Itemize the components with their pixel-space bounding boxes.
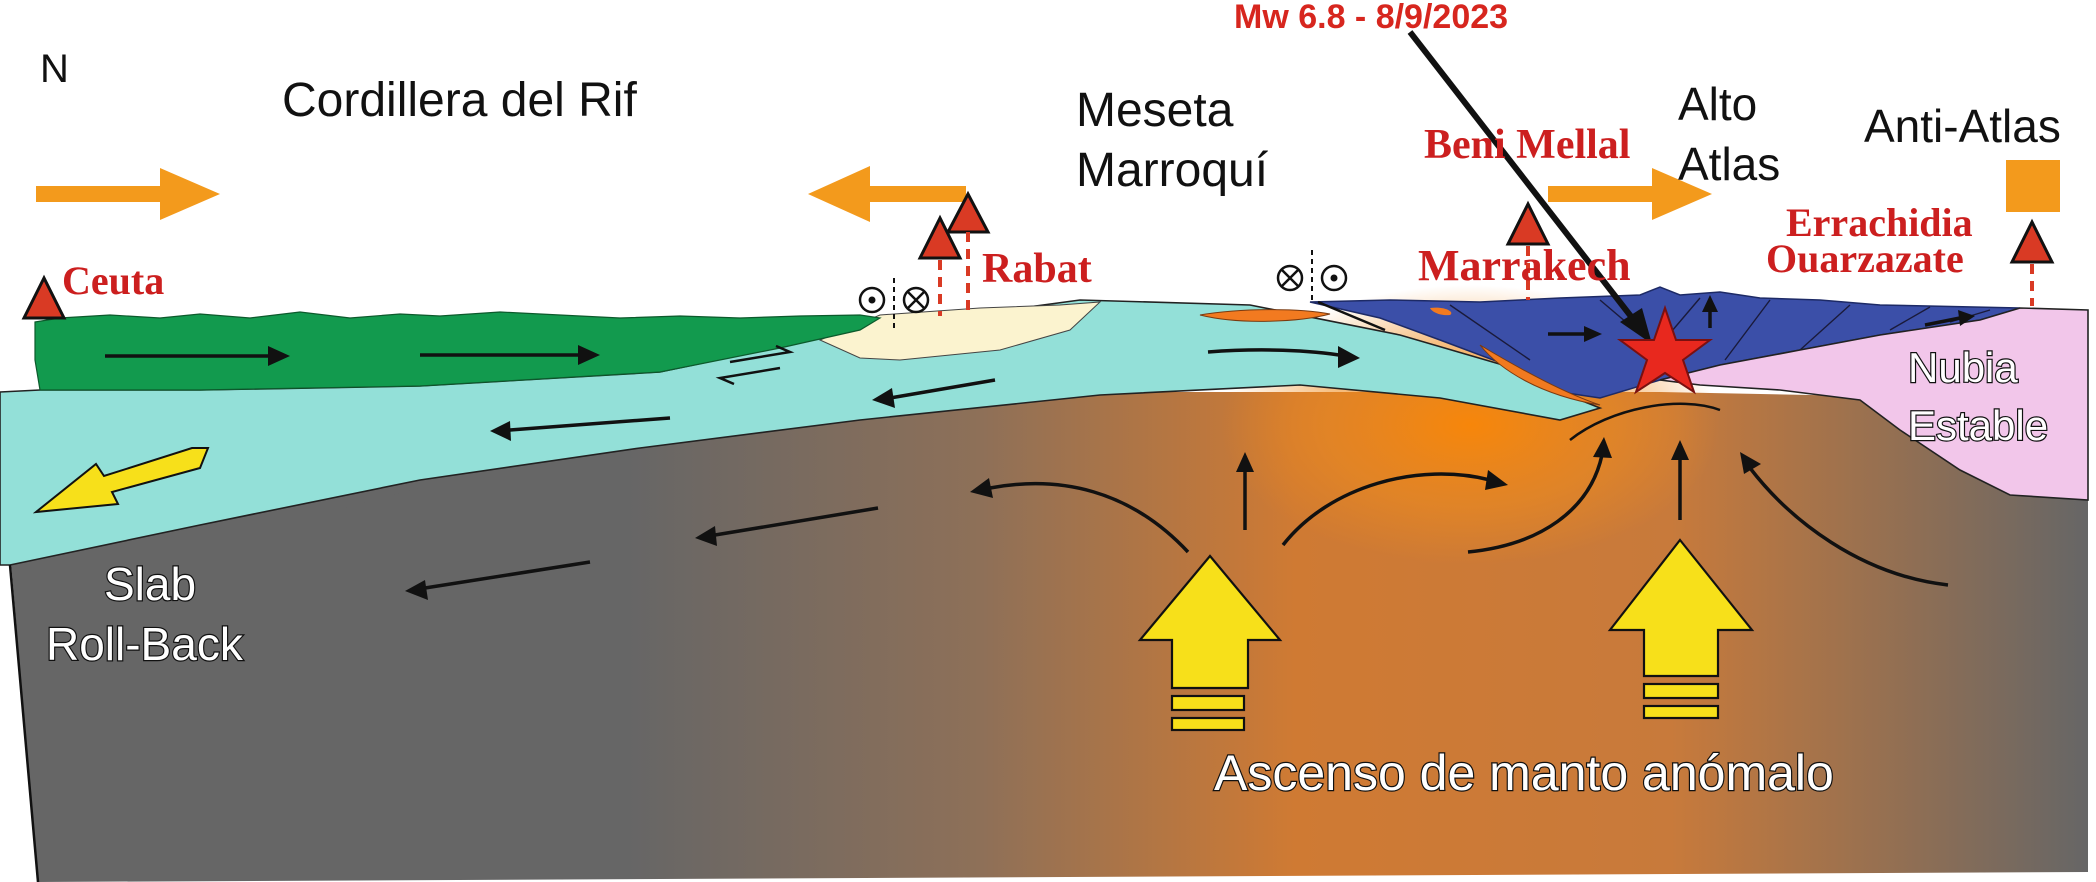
upwelling-arrow-left [1137, 554, 1283, 732]
meseta-label-line2: Marroquí [1076, 144, 1269, 197]
mantle-flow-curve-right [1281, 470, 1508, 547]
shear-arrow-lower [715, 366, 781, 386]
earthquake-label: Mw 6.8 - 8/9/2023 [1234, 0, 1508, 36]
rif-label: Cordillera del Rif [282, 74, 637, 127]
mantle-flow-up-center [1236, 452, 1254, 530]
mantle-flow-arrows [405, 402, 1949, 600]
mantle-flow-curve-left [970, 478, 1190, 554]
flow-arrow-atlas-east [1924, 310, 1975, 327]
motion-arrow-atlas [1548, 168, 1712, 220]
city-label-ouarzazate: Ouarzazate [1766, 236, 1964, 281]
flow-arrow-meseta [1207, 346, 1360, 368]
city-label-ceuta: Ceuta [62, 258, 164, 303]
slab-edge [8, 564, 40, 882]
anti-atlas-label: Anti-Atlas [1864, 100, 2061, 152]
shear-arrow-upper [729, 344, 795, 364]
city-marker-marrakech [1505, 200, 1551, 300]
rollback-arrow [32, 447, 210, 514]
flow-arrow-slab-2 [490, 416, 671, 441]
city-label-rabat: Rabat [982, 246, 1092, 292]
flow-arrow-rif-2 [420, 345, 600, 365]
earthquake-pointer-head [1620, 308, 1652, 344]
upwelling-arc [1569, 402, 1721, 441]
rif-belt [34, 311, 882, 391]
mantle-flow-far-right [1740, 452, 1949, 587]
motion-arrow-rif [36, 168, 220, 220]
city-label-errachidia: Errachidia [1786, 200, 1973, 245]
city-marker-rabat [917, 190, 991, 316]
orange-lens-meseta [1199, 309, 1331, 322]
flow-arrow-atlas-up [1702, 295, 1718, 328]
orange-lens-atlas-1 [1479, 344, 1601, 406]
flow-arrow-rif-1 [105, 346, 290, 366]
strike-slip-symbol-meseta [1276, 250, 1348, 302]
strike-slip-symbol-rabat [858, 278, 930, 330]
alto-atlas-label-line2: Atlas [1678, 138, 1780, 190]
city-label-beni-mellal: Beni Mellal [1424, 122, 1630, 168]
slab-label-line1: Slab [104, 558, 196, 610]
city-marker-ceuta [21, 274, 67, 320]
mantle-flow-up-right [1671, 440, 1689, 520]
meseta-fault [1317, 300, 1386, 332]
flow-arrow-atlas [1548, 326, 1602, 342]
city-marker-ouarzazate [2009, 218, 2055, 306]
meseta-wedge [818, 301, 1102, 361]
meseta-label-line1: Meseta [1076, 84, 1234, 137]
mantle-flow-far-left [405, 560, 591, 600]
mantle-flow-right-up [1467, 437, 1612, 554]
north-label: N [40, 47, 69, 91]
city-label-marrakech: Marrakech [1418, 241, 1631, 290]
plate-motion-arrows [105, 295, 1975, 441]
earthquake-pointer-line [1407, 30, 1643, 330]
nubia-block [1659, 307, 2089, 501]
mantle-label: Ascenso de manto anómalo [1214, 745, 1834, 801]
slab-label-line2: Roll-Back [46, 618, 244, 670]
mantle-flow-left [695, 506, 879, 546]
earthquake-star [1616, 304, 1714, 395]
upwelling-arrow-right [1607, 538, 1755, 720]
motion-arrow-meseta [808, 166, 966, 222]
nubia-label-line1: Nubia [1908, 344, 2018, 391]
nubia-label-line2: Estable [1908, 402, 2048, 449]
flow-arrow-slab-1 [872, 378, 996, 408]
anti-atlas-block-marker [2006, 160, 2060, 212]
alto-atlas-label-line1: Alto [1678, 78, 1757, 130]
atlas-faults [1449, 297, 1991, 386]
orange-lens-atlas-2 [1430, 307, 1452, 316]
